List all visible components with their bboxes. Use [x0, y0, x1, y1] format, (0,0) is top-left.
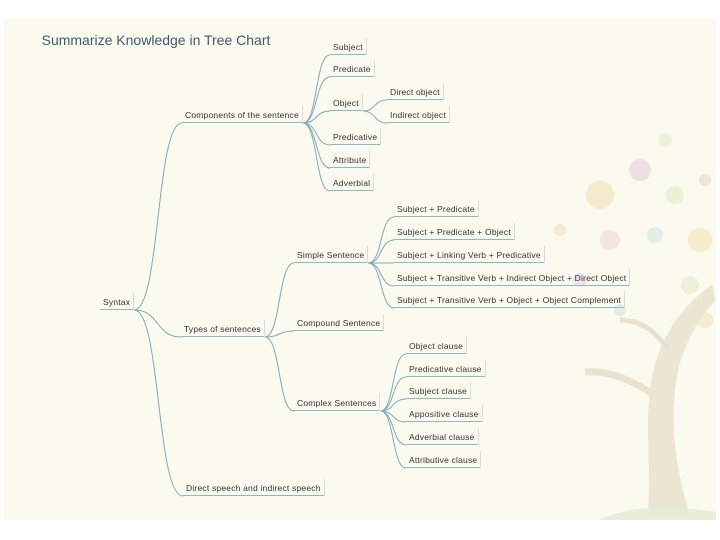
node-direct-object[interactable]: Direct object: [387, 83, 444, 100]
node-object[interactable]: Object: [330, 94, 363, 111]
node-pattern[interactable]: Subject + Predicate + Object: [394, 223, 515, 240]
connector-line: [368, 262, 395, 287]
connector-line: [302, 122, 331, 146]
connector-line: [380, 410, 407, 469]
node-pattern[interactable]: Subject + Predicate: [394, 200, 479, 217]
node-indirect-object[interactable]: Indirect object: [387, 106, 450, 123]
node-clause[interactable]: Adverbial clause: [406, 428, 479, 445]
node-clause[interactable]: Object clause: [406, 337, 468, 354]
node-clause[interactable]: Appositive clause: [406, 405, 483, 422]
node-adverbial[interactable]: Adverbial: [330, 174, 375, 191]
node-direct-and-indirect-speech[interactable]: Direct speech and indirect speech: [183, 479, 325, 496]
connector-line: [368, 239, 395, 264]
connector-line: [264, 336, 295, 412]
node-predicative[interactable]: Predicative: [330, 128, 382, 145]
connector-line: [134, 309, 182, 338]
node-components-of-the-sentence[interactable]: Components of the sentence: [182, 106, 303, 123]
connector-line: [302, 110, 331, 124]
node-predicate[interactable]: Predicate: [330, 60, 375, 77]
connector-line: [264, 330, 295, 338]
node-pattern[interactable]: Subject + Linking Verb + Predicative: [394, 246, 545, 263]
connector-line: [380, 398, 407, 412]
node-attribute[interactable]: Attribute: [330, 151, 371, 168]
connector-line: [134, 122, 183, 311]
node-compound-sentence[interactable]: Compound Sentence: [294, 314, 385, 331]
connector-line: [362, 99, 388, 112]
connector-line: [362, 110, 388, 124]
connector-line: [302, 122, 331, 192]
connector-line: [302, 54, 331, 124]
page-title: Summarize Knowledge in Tree Chart: [41, 32, 271, 48]
node-complex-sentences[interactable]: Complex Sentences: [294, 394, 381, 411]
node-subject[interactable]: Subject: [330, 38, 367, 55]
node-types-of-sentences[interactable]: Types of sentences: [181, 320, 265, 337]
node-syntax[interactable]: Syntax: [100, 293, 135, 310]
connector-line: [380, 353, 407, 412]
node-clause[interactable]: Predicative clause: [406, 360, 486, 377]
connector-line: [302, 76, 331, 124]
node-pattern[interactable]: Subject + Transitive Verb + Indirect Obj…: [394, 269, 631, 286]
connector-line: [368, 216, 395, 264]
node-pattern[interactable]: Subject + Transitive Verb + Object + Obj…: [394, 291, 626, 308]
node-clause[interactable]: Attributive clause: [406, 451, 482, 468]
connector-line: [368, 262, 395, 309]
connector-line: [302, 122, 331, 169]
node-clause[interactable]: Subject clause: [406, 382, 472, 399]
node-simple-sentence[interactable]: Simple Sentence: [294, 246, 369, 263]
connector-line: [134, 309, 184, 497]
connector-line: [380, 376, 407, 412]
connector-line: [264, 262, 295, 338]
